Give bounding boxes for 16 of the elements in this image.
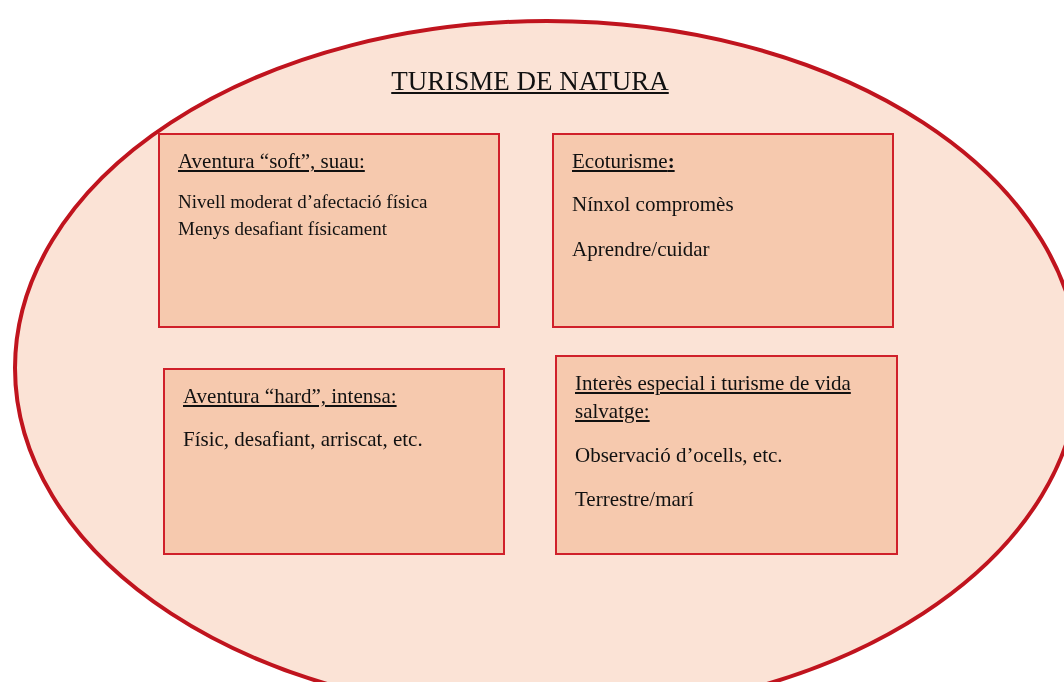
box-text: Menys desafiant físicament: [178, 216, 388, 241]
box-heading: Aventura “soft”, suau:: [178, 148, 366, 175]
box-heading: Aventura “hard”, intensa:: [183, 383, 398, 410]
box-heading: Interès especial i turisme de vida salvatge:: [575, 370, 852, 426]
box-text: Físic, desafiant, arriscat, etc.: [183, 426, 424, 454]
region-label: TURISME DE NATURA: [390, 66, 670, 97]
box-text: Aprendre/cuidar: [572, 235, 711, 263]
box-text: Nínxol compromès: [572, 191, 735, 219]
category-box: [552, 133, 894, 328]
category-box: [555, 355, 898, 555]
box-heading: Ecoturisme:: [572, 148, 676, 175]
category-box: [163, 368, 505, 555]
box-text: Terrestre/marí: [575, 486, 695, 514]
category-box: [158, 133, 500, 328]
box-text: Nivell moderat d’afectació física: [178, 190, 429, 215]
box-text: Observació d’ocells, etc.: [575, 441, 784, 469]
